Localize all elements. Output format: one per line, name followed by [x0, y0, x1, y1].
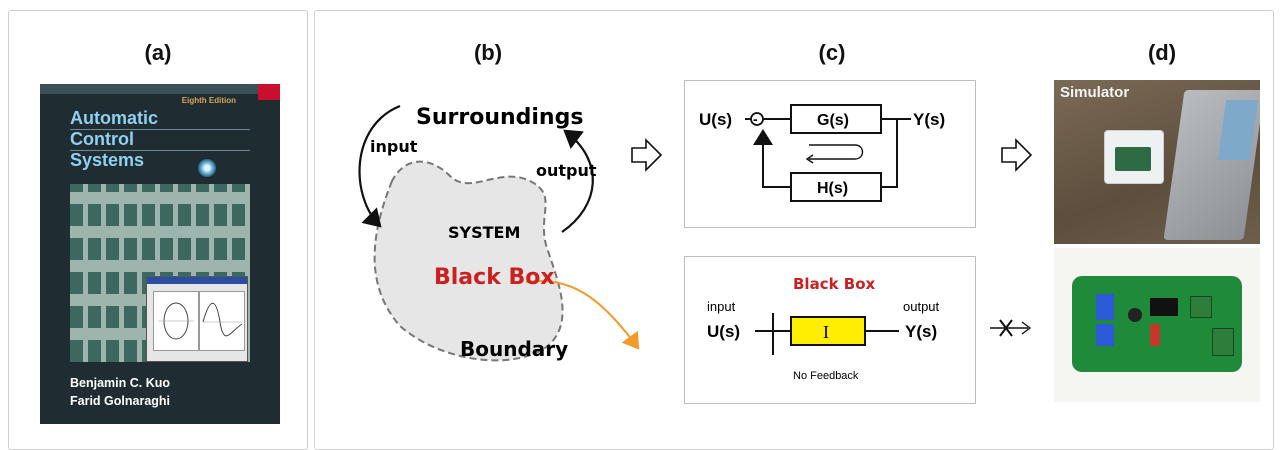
- blackbox-output-label: output: [903, 299, 940, 314]
- book-title-line1: Automatic: [70, 108, 159, 128]
- label-c: (c): [818, 40, 846, 65]
- identity-block-label: I: [823, 322, 829, 342]
- feedback-input-label: U(s): [699, 110, 732, 129]
- flow-arrow-b-to-c: [631, 138, 663, 172]
- ellipse-plot-icon: [158, 302, 194, 340]
- label-d: (d): [1147, 40, 1177, 65]
- black-box-label: Black Box: [434, 265, 555, 290]
- flow-arrow-c-to-d: [1001, 138, 1033, 172]
- no-feedback-arrow: [990, 319, 1032, 337]
- book-title-line3: Systems: [70, 150, 145, 170]
- feedback-diagram-box: U(s) - G(s) Y(s) H(s): [684, 80, 976, 228]
- output-label: output: [536, 161, 597, 180]
- system-diagram: Surroundings input output SYSTEM Black B…: [358, 104, 640, 362]
- label-a: (a): [144, 40, 172, 65]
- book-cover-art: [70, 184, 250, 362]
- forward-block-label: G(s): [817, 112, 849, 129]
- blackbox-output: Y(s): [905, 322, 937, 341]
- system-boundary-blob: [373, 160, 564, 362]
- book-edition: Eighth Edition: [181, 96, 236, 105]
- feedback-block-label: H(s): [817, 180, 848, 197]
- cd-disc-icon: [198, 159, 216, 177]
- book-author-1: Benjamin C. Kuo: [70, 376, 171, 390]
- boundary-label: Boundary: [460, 337, 568, 361]
- blackbox-input: U(s): [707, 322, 740, 341]
- minus-sign: -: [753, 111, 758, 127]
- feedback-output-label: Y(s): [913, 110, 945, 129]
- forward-block: [790, 104, 882, 134]
- blackbox-input-label: input: [707, 299, 736, 314]
- book-title-line2: Control: [70, 129, 134, 149]
- software-window-image: [146, 276, 248, 362]
- circuit-board-photo: [1054, 248, 1260, 402]
- book-red-tab: [258, 84, 280, 100]
- blackbox-pointer-arrow: [525, 280, 640, 350]
- simulator-label: Simulator: [1060, 84, 1130, 101]
- input-label: input: [370, 137, 418, 156]
- simulator-photo: Simulator: [1054, 80, 1260, 244]
- response-plot-icon: [202, 302, 243, 337]
- label-b: (b): [473, 40, 503, 65]
- output-arrow: [561, 129, 594, 233]
- book-author-2: Farid Golnaraghi: [70, 394, 171, 408]
- input-arrow: [358, 104, 401, 228]
- pcb-board-image: [1072, 276, 1242, 372]
- blackbox-diagram-box: Black Box input output U(s) I Y(s) No Fe…: [684, 256, 976, 404]
- loop-arrow-icon: [809, 144, 864, 160]
- no-feedback-caption: No Feedback: [793, 370, 859, 382]
- book-cover: Eighth Edition Automatic Control Systems…: [40, 84, 280, 424]
- system-label: SYSTEM: [448, 223, 520, 242]
- blackbox-title: Black Box: [793, 275, 876, 293]
- book-title: Automatic Control Systems: [70, 108, 190, 171]
- simulator-box-image: [1104, 130, 1164, 184]
- surroundings-label: Surroundings: [416, 105, 583, 130]
